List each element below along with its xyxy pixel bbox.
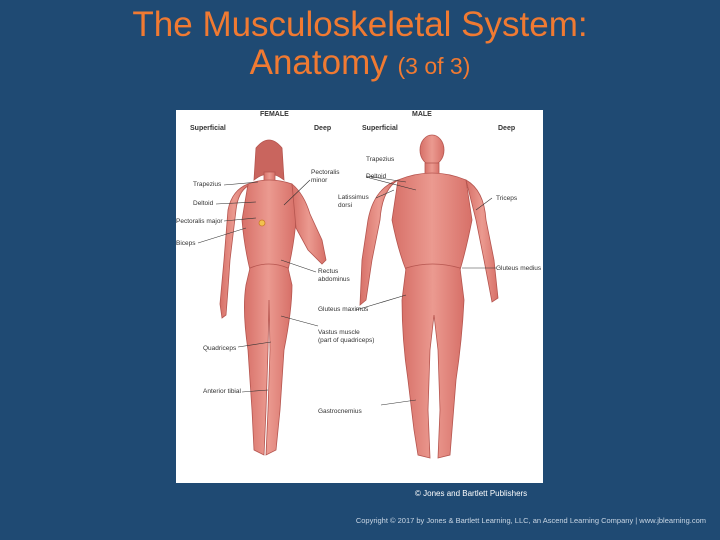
label-rectus-2: abdominus xyxy=(318,276,350,283)
label-deltoid-female: Deltoid xyxy=(193,200,214,207)
label-quadriceps: Quadriceps xyxy=(203,345,237,352)
label-rectus-1: Rectus xyxy=(318,268,339,275)
label-trapezius-female: Trapezius xyxy=(193,181,222,188)
label-gluteus-maximus: Gluteus maximus xyxy=(318,306,369,313)
header-female: FEMALE xyxy=(260,111,289,118)
label-vastus-2: (part of quadriceps) xyxy=(318,337,375,344)
header-male-superficial: Superficial xyxy=(362,125,398,132)
header-male-deep: Deep xyxy=(498,125,516,132)
title-line-1: The Musculoskeletal System: xyxy=(132,5,588,44)
label-pectoralis-minor-1: Pectoralis xyxy=(311,169,340,176)
label-gluteus-medius: Gluteus medius xyxy=(496,265,542,272)
label-anterior-tibial: Anterior tibial xyxy=(203,388,241,395)
slide-title: The Musculoskeletal System: Anatomy (3 o… xyxy=(0,6,720,85)
male-figure xyxy=(359,134,499,459)
label-trapezius-male: Trapezius xyxy=(366,156,395,163)
label-vastus-1: Vastus muscle xyxy=(318,329,360,336)
label-biceps: Biceps xyxy=(176,240,196,247)
label-gastrocnemius: Gastrocnemius xyxy=(318,408,362,415)
label-latissimus-1: Latissimus xyxy=(338,194,369,201)
anatomy-figure: FEMALE MALE Superficial Deep Superficial… xyxy=(176,110,543,483)
header-male: MALE xyxy=(412,111,432,118)
leader-lines xyxy=(197,175,496,406)
label-latissimus-2: dorsi xyxy=(338,202,353,209)
label-pectoralis-minor-2: minor xyxy=(311,177,328,184)
label-deltoid-male: Deltoid xyxy=(366,173,387,180)
image-credit: © Jones and Bartlett Publishers xyxy=(415,489,528,498)
female-figure xyxy=(219,139,327,456)
title-line-2: Anatomy xyxy=(249,43,388,82)
label-pectoralis-major: Pectoralis major xyxy=(176,218,223,225)
copyright-footer: Copyright © 2017 by Jones & Bartlett Lea… xyxy=(355,516,706,525)
title-subtitle: (3 of 3) xyxy=(397,53,471,79)
header-female-deep: Deep xyxy=(314,125,332,132)
muscle-illustration xyxy=(197,134,499,459)
header-female-superficial: Superficial xyxy=(190,125,226,132)
label-triceps: Triceps xyxy=(496,195,518,202)
